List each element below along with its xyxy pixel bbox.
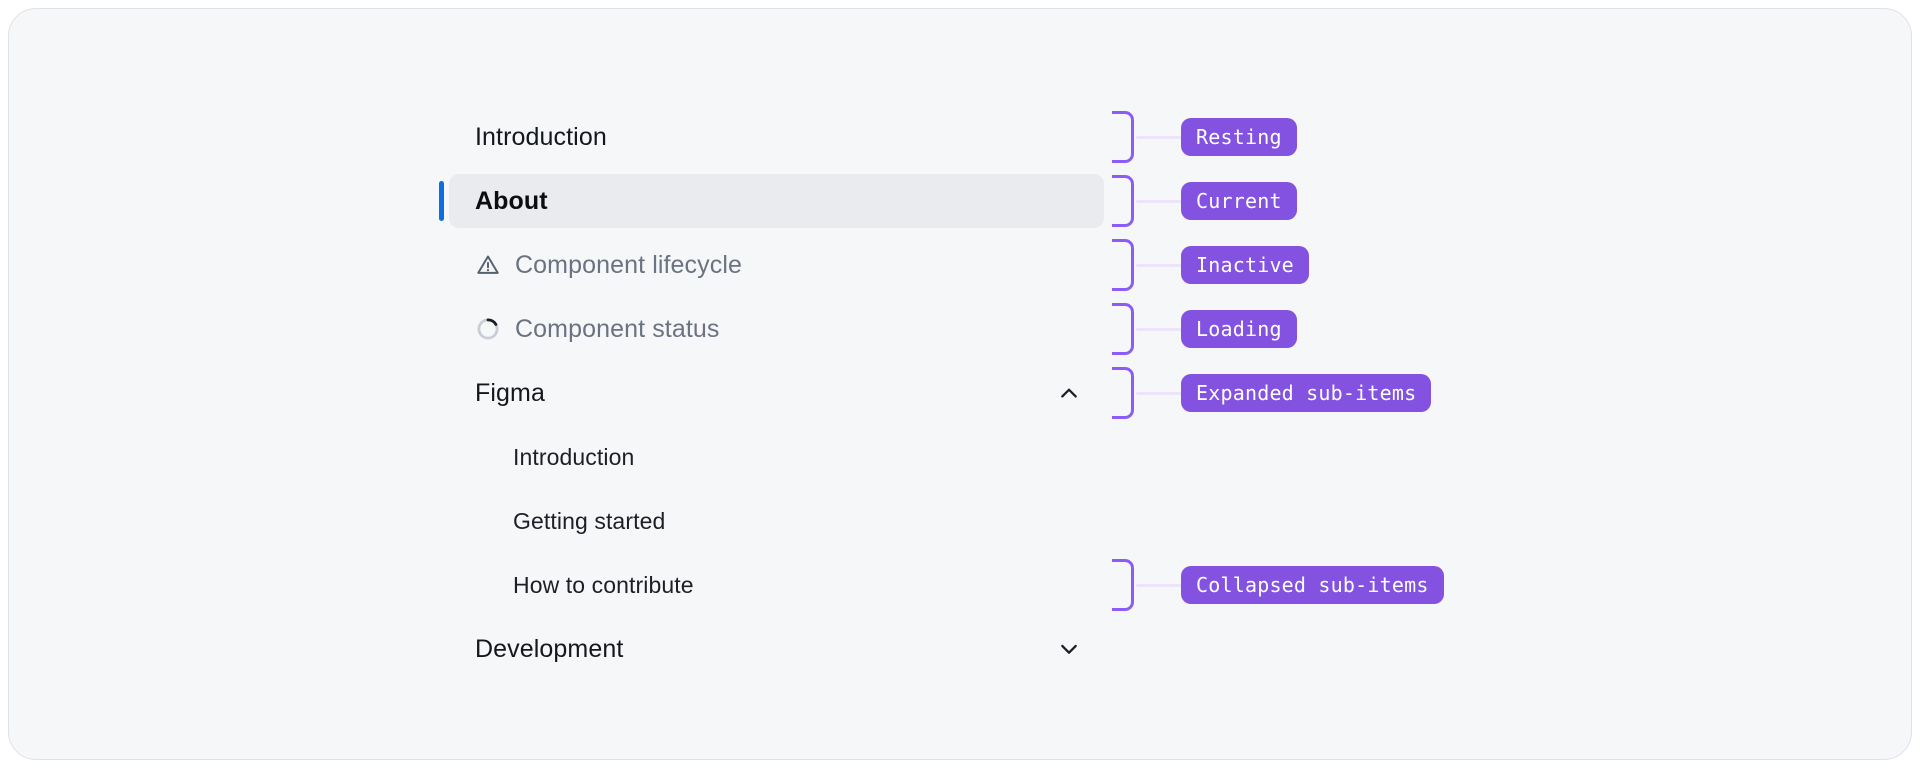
annotation-bracket: [1112, 239, 1134, 291]
nav-item-label: Introduction: [513, 443, 635, 470]
nav-item-label: Development: [475, 634, 624, 663]
chevron-up-icon[interactable]: [1056, 380, 1082, 406]
annotation-bracket: [1112, 111, 1134, 163]
annotation-connector-line: [1136, 135, 1185, 139]
active-indicator-bar: [439, 181, 444, 221]
nav-item-label: Getting started: [513, 507, 666, 534]
annotation-bracket: [1112, 367, 1134, 419]
side-navigation: Introduction About Component lifecycle: [439, 105, 1104, 681]
annotation-bracket: [1112, 175, 1134, 227]
annotation-label-loading: Loading: [1181, 310, 1297, 348]
annotation-connector-line: [1136, 263, 1185, 267]
annotation-label-collapsed-sub-items: Collapsed sub-items: [1181, 566, 1444, 604]
nav-item-about[interactable]: About: [439, 169, 1104, 233]
annotation-connector-line: [1136, 327, 1185, 331]
nav-item-component-lifecycle[interactable]: Component lifecycle: [449, 233, 1104, 297]
nav-item-label: Figma: [475, 378, 545, 407]
nav-item-component-status[interactable]: Component status: [449, 297, 1104, 361]
nav-item-label: Introduction: [475, 122, 607, 151]
nav-subitem-introduction[interactable]: Introduction: [449, 425, 1104, 489]
nav-item-label: How to contribute: [513, 571, 694, 598]
annotation-connector-line: [1136, 391, 1185, 395]
nav-item-figma[interactable]: Figma: [449, 361, 1104, 425]
annotation-label-resting: Resting: [1181, 118, 1297, 156]
annotation-label-inactive: Inactive: [1181, 246, 1309, 284]
nav-item-introduction[interactable]: Introduction: [449, 105, 1104, 169]
nav-item-development[interactable]: Development: [449, 617, 1104, 681]
annotation-bracket: [1112, 559, 1134, 611]
nav-item-label: Component status: [515, 314, 720, 343]
annotation-label-current: Current: [1181, 182, 1297, 220]
spinner-icon: [477, 318, 499, 340]
chevron-down-icon[interactable]: [1056, 636, 1082, 662]
annotation-label-expanded-sub-items: Expanded sub-items: [1181, 374, 1432, 412]
nav-item-label: About: [475, 186, 548, 215]
diagram-canvas: Introduction About Component lifecycle: [8, 8, 1912, 760]
nav-subitem-getting-started[interactable]: Getting started: [449, 489, 1104, 553]
annotation-connector-line: [1136, 583, 1185, 587]
warning-triangle-icon: [477, 255, 499, 274]
nav-subitem-how-to-contribute[interactable]: How to contribute: [449, 553, 1104, 617]
nav-item-label: Component lifecycle: [515, 250, 743, 279]
annotation-connector-line: [1136, 199, 1185, 203]
annotation-bracket: [1112, 303, 1134, 355]
